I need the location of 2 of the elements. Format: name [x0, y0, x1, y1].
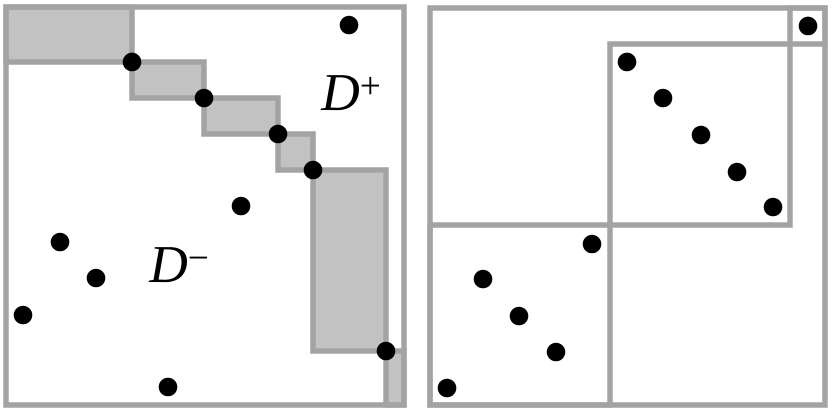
math-label: D$^{+}$ — [320, 75, 380, 110]
math-label: D$^{−}$ — [148, 247, 208, 282]
